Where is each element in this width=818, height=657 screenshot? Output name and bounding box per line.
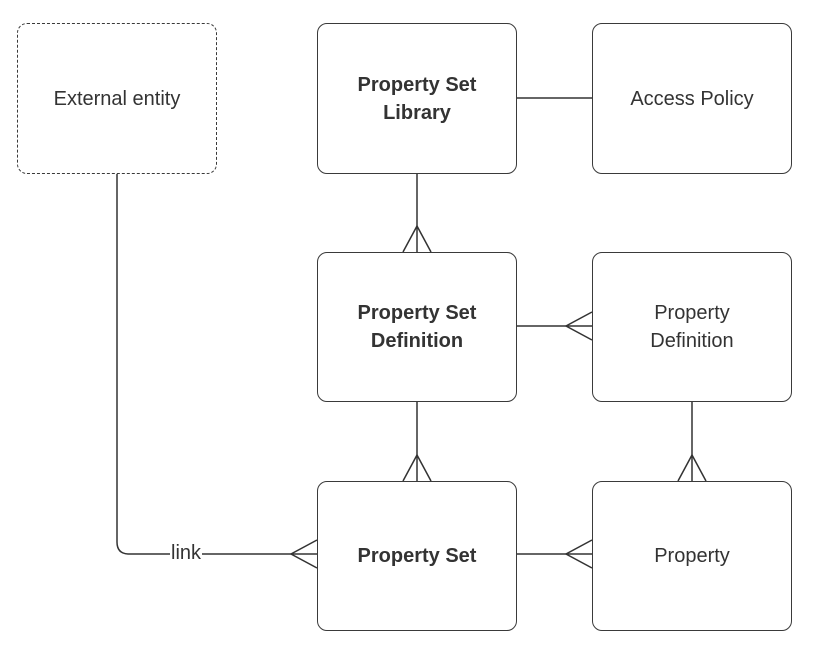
entity-access-policy-label: Access Policy [630, 87, 754, 110]
relationship-link-label: link [170, 542, 203, 564]
entity-external[interactable]: External entity [17, 23, 217, 174]
entity-property-set[interactable]: Property Set [317, 481, 517, 631]
crowfoot-property-definition-left [564, 311, 593, 341]
entity-property-set-library-label: Property Set Library [357, 73, 477, 124]
crowfoot-set-definition-top [402, 224, 432, 253]
entity-property-definition[interactable]: Property Definition [592, 252, 792, 402]
entity-property-label: Property [654, 545, 730, 567]
entity-external-label: External entity [53, 87, 181, 110]
crowfoot-property-set-top [402, 453, 432, 482]
entity-property-set-definition[interactable]: Property Set Definition [317, 252, 517, 402]
entity-property-set-definition-label: Property Set Definition [357, 302, 477, 352]
crowfoot-property-set-left [289, 539, 318, 569]
entity-property-set-library[interactable]: Property Set Library [317, 23, 517, 174]
entity-property-set-label: Property Set [357, 545, 477, 567]
entity-property[interactable]: Property [592, 481, 792, 631]
crowfoot-property-left [564, 539, 593, 569]
crowfoot-property-top [677, 453, 707, 482]
connector-external-property-set [116, 174, 317, 555]
entity-access-policy[interactable]: Access Policy [592, 23, 792, 174]
entity-property-definition-label: Property Definition [650, 302, 734, 352]
